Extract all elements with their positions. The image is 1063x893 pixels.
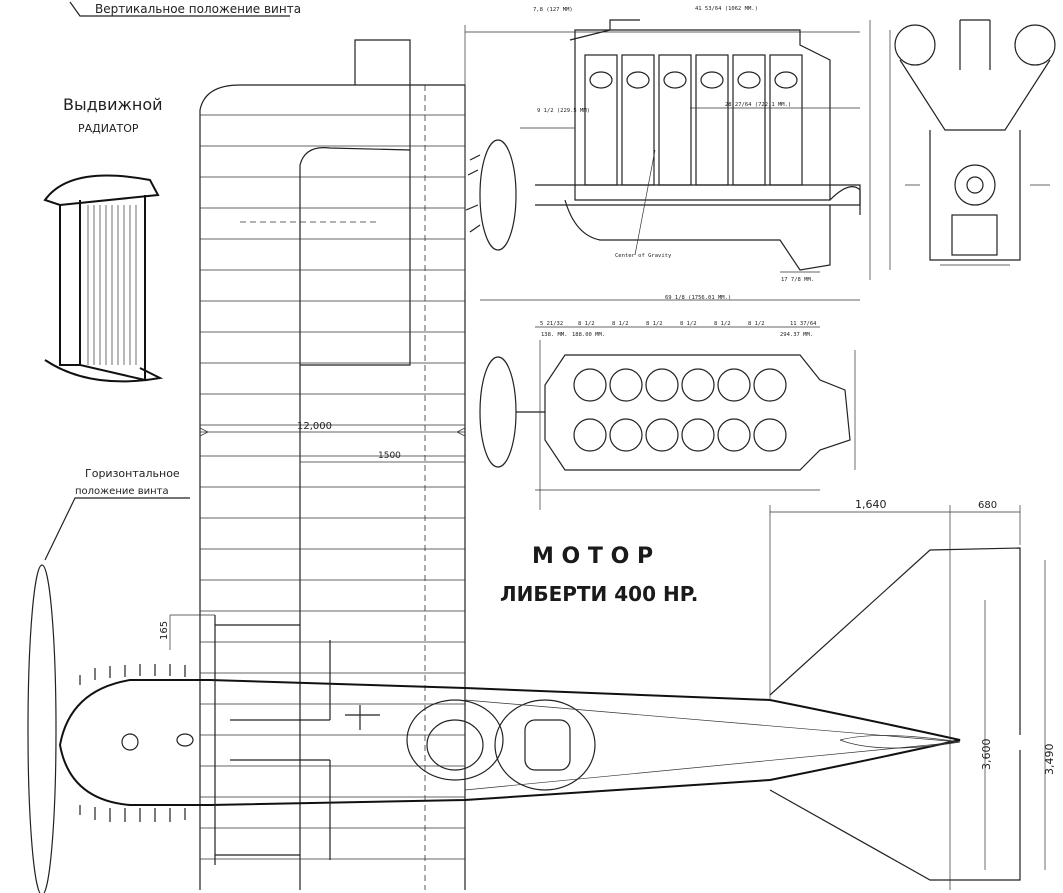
- bay-dimension: 8 1/2: [612, 321, 629, 327]
- cylinder-bore: [645, 418, 679, 452]
- cylinder-bore: [573, 368, 607, 402]
- cylinder-bore: [645, 368, 679, 402]
- propeller-disc: [27, 564, 57, 893]
- engine-top-length: 41 53/64 (1062 MM.): [695, 6, 758, 12]
- cylinder-bore: [717, 418, 751, 452]
- cylinder-bore: [609, 368, 643, 402]
- span-dimension: 12,000 1500: [199, 421, 466, 470]
- bay-dimension: 11 37/64: [790, 321, 817, 327]
- stab-outer-value: 3,490: [1043, 744, 1056, 776]
- cylinder: [658, 54, 692, 186]
- bay-dimension: 8 1/2: [714, 321, 731, 327]
- vertical-propeller-text: Вертикальное положение винта: [95, 2, 301, 16]
- engine-side-view: 7,8 (127 MM) 41 53/64 (1062 MM.) 9 1/2 (…: [464, 6, 861, 290]
- cylinder-port: [700, 71, 724, 89]
- center-of-gravity-label: Center of Gravity: [615, 253, 672, 259]
- cylinder-bore: [681, 368, 715, 402]
- radiator-title: Выдвижной: [63, 95, 163, 114]
- fuselage-plan: [27, 564, 961, 893]
- engine-front-view: [869, 19, 1056, 280]
- cylinder-bore: [609, 418, 643, 452]
- aileron-value: 1500: [378, 451, 401, 461]
- cylinder-port: [589, 71, 613, 89]
- engine-cg-length: 28 27/64 (722.1 MM.): [725, 102, 791, 108]
- bay-dimension: 8 1/2: [748, 321, 765, 327]
- tail-plan: 1,640 680 3,600 3,490: [769, 498, 1056, 890]
- engine-title: М О Т О Р: [532, 544, 653, 569]
- radiator-subtitle: РАДИАТОР: [78, 122, 139, 135]
- bay-mm-first: 138. MM.: [541, 332, 568, 338]
- bay-dimension: 8 1/2: [646, 321, 663, 327]
- horizontal-propeller-label: Горизонтальное положение винта: [44, 467, 190, 561]
- wing-plan: [199, 39, 466, 890]
- cylinder-port: [663, 71, 687, 89]
- engine-subtitle: ЛИБЕРТИ 400 HP.: [500, 582, 698, 606]
- bay-mm-second: 188.00 MM.: [572, 332, 605, 338]
- cylinder-port: [774, 71, 798, 89]
- horizontal-prop-text-1: Горизонтальное: [85, 467, 180, 480]
- engine-base-dimension: 17 7/8 MM.: [781, 277, 814, 283]
- cylinder-bore: [681, 418, 715, 452]
- vertical-propeller-label: Вертикальное положение винта: [69, 1, 301, 17]
- cylinder-port: [626, 71, 650, 89]
- engine-top-offset: 7,8 (127 MM): [533, 7, 573, 13]
- engine-prop-offset: 9 1/2 (229.5 MM): [537, 108, 590, 114]
- stab-inner-value: 3,600: [980, 739, 993, 771]
- cylinder-bore: [753, 418, 787, 452]
- cylinder: [621, 54, 655, 186]
- front-cockpit: [406, 699, 504, 781]
- horizontal-prop-text-2: положение винта: [75, 486, 169, 497]
- nose-dimension: 165: [159, 621, 170, 640]
- cylinder: [584, 54, 618, 186]
- cylinder-bore: [753, 368, 787, 402]
- radiator-sketch: [43, 174, 164, 383]
- bay-mm-last: 294.37 MM.: [780, 332, 813, 338]
- bay-dimension: 5 21/32: [540, 321, 563, 327]
- cylinder: [695, 54, 729, 186]
- cylinder-bore: [573, 418, 607, 452]
- tail-length-value: 1,640: [855, 498, 887, 511]
- engine-top-view: 69 1/8 (1756.01 MM.) 5 21/32 8 1/2 8 1/2 8 …: [479, 295, 860, 510]
- cylinder: [732, 54, 766, 186]
- cylinder-port: [737, 71, 761, 89]
- rear-cockpit: [494, 699, 596, 791]
- rudder-value: 680: [978, 500, 997, 511]
- bay-dimension: 8 1/2: [680, 321, 697, 327]
- bay-dimension: 8 1/2: [578, 321, 595, 327]
- span-value: 12,000: [297, 421, 332, 432]
- cylinder: [769, 54, 803, 186]
- engine-plan-length: 69 1/8 (1756.01 MM.): [665, 295, 731, 301]
- cylinder-bore: [717, 368, 751, 402]
